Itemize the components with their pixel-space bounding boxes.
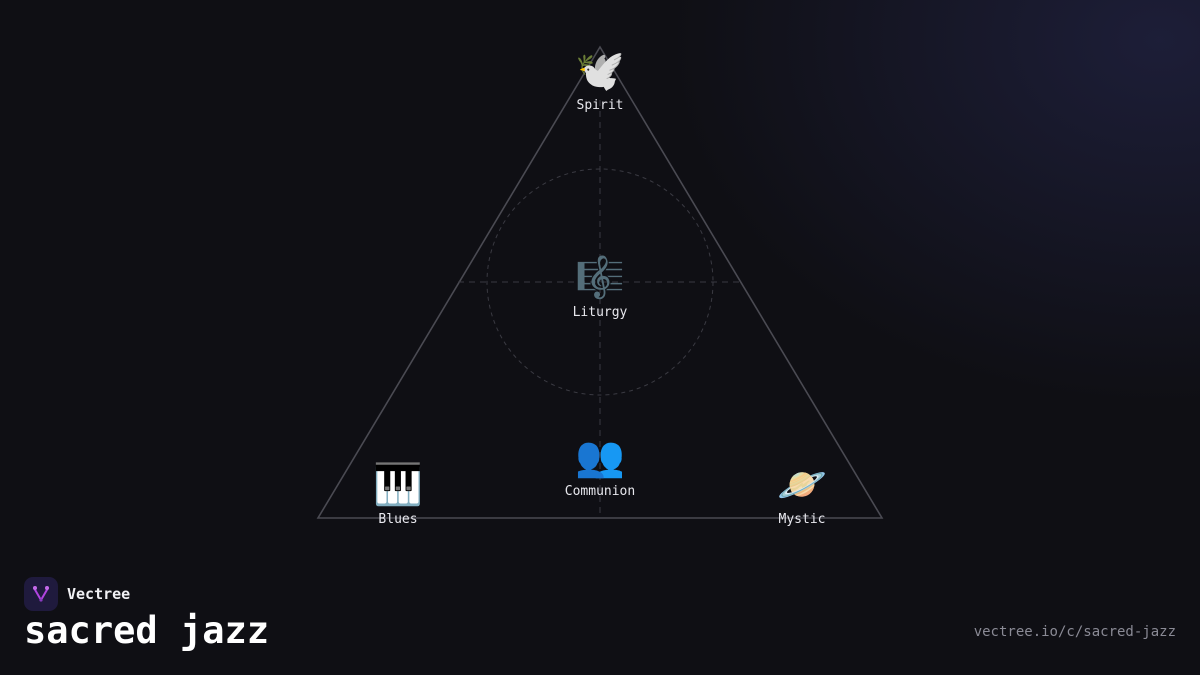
musical-score-icon: 🎼 [575, 255, 625, 301]
node-label-mystic: Mystic [778, 512, 826, 527]
vectree-logo-icon [24, 577, 58, 611]
node-label-liturgy: Liturgy [572, 305, 628, 320]
ringed-planet-icon: 🪐 [777, 462, 827, 508]
node-label-blues: Blues [378, 512, 418, 527]
node-liturgy: 🎼 Liturgy [530, 255, 670, 320]
node-communion: 👥 Communion [530, 434, 670, 499]
piano-keys-icon: 🎹 [373, 462, 423, 508]
node-spirit: 🕊️ Spirit [530, 48, 670, 113]
people-icon: 👥 [575, 434, 625, 480]
page-url[interactable]: vectree.io/c/sacred-jazz [973, 624, 1176, 640]
dove-icon: 🕊️ [575, 48, 625, 94]
brand-name: Vectree [67, 585, 131, 603]
node-label-spirit: Spirit [576, 98, 624, 113]
node-mystic: 🪐 Mystic [732, 462, 872, 527]
node-blues: 🎹 Blues [328, 462, 468, 527]
brand: Vectree [24, 577, 130, 611]
node-label-communion: Communion [564, 484, 636, 499]
page-title: sacred jazz [24, 609, 270, 652]
